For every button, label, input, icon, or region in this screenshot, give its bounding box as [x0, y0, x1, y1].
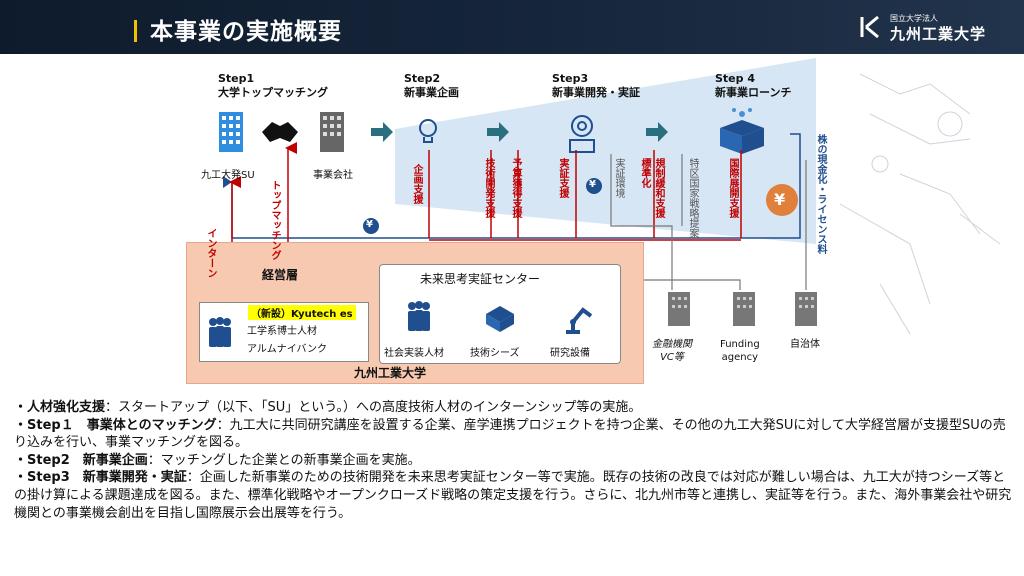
- yen-icon: [363, 218, 379, 234]
- step4-title: 新事業ローンチ: [715, 86, 792, 99]
- top-matching-label: トップマッチング: [269, 180, 280, 260]
- university-su-building-icon: [219, 112, 243, 152]
- description-text: ・人材強化支援：スタートアップ（以下、「SU」という。）への高度技術人材のインタ…: [14, 399, 1014, 522]
- special-zone-label: 特区国家戦略提案: [687, 158, 698, 238]
- header-bar: 本事業の実施概要 国立大学法人 九州工業大学: [0, 0, 1024, 54]
- plan-support-label: 企画支援: [411, 164, 422, 204]
- coin-icon: [766, 184, 798, 216]
- verify-support-label: 実証支援: [557, 158, 568, 198]
- company-building-icon: [320, 112, 344, 152]
- lightbulb-icon: [419, 119, 437, 143]
- standard-label: 標準化: [639, 158, 650, 188]
- royalty-label: 株の現金化・ライセンス料: [815, 134, 826, 254]
- seeds-label: 技術シーズ: [470, 348, 520, 359]
- step3-id: Step3: [552, 72, 589, 85]
- tech-seeds-icon: [486, 306, 514, 332]
- yen-symbol-small: ¥: [589, 179, 596, 190]
- yen-icon-small: [586, 178, 602, 194]
- engineers-label: 工学系博士人材: [247, 326, 317, 337]
- equipment-label: 研究設備: [550, 348, 590, 359]
- handshake-icon: [262, 122, 298, 142]
- title-accent: [134, 20, 137, 42]
- people-icon: [209, 317, 231, 347]
- description-item: ・人材強化支援：スタートアップ（以下、「SU」という。）への高度技術人材のインタ…: [14, 400, 642, 415]
- step4-id: Step 4: [715, 72, 755, 85]
- coin-yen-symbol: ¥: [774, 190, 786, 209]
- finance-label: 金融機関 VC等: [652, 339, 692, 363]
- kyutech-logo: 国立大学法人 九州工業大学: [858, 12, 1018, 44]
- social-people-icon: [408, 301, 430, 331]
- management-label: 経営層: [262, 268, 299, 282]
- social-label: 社会実装人材: [384, 348, 444, 359]
- kyutech-su-label: 九工大発SU: [201, 170, 255, 181]
- external-buildings-icons: [668, 292, 817, 326]
- intl-expo-support-label: 国際展開支援: [727, 158, 738, 218]
- description-item: ・Step１ 事業体とのマッチング：九工大に共同研究講座を設置する企業、産学連携…: [14, 417, 1006, 451]
- robot-arm-icon: [566, 307, 593, 334]
- municipality-label: 自治体: [790, 339, 820, 350]
- intern-label: インターン: [205, 228, 216, 278]
- kyutech-es-title: （新設）Kyutech es: [248, 305, 356, 320]
- kyutech-logo-icon: [860, 15, 879, 39]
- verify-env-label: 実証環境: [613, 158, 624, 198]
- gear-bulb-icon: [569, 115, 595, 153]
- step-arrow-icons: [371, 122, 668, 142]
- budget-support-label: 予算獲得支援: [510, 158, 521, 218]
- description-item: ・Step2 新事業企画：マッチングした企業との新事業企画を実施。: [14, 452, 421, 468]
- company-label: 事業会社: [313, 170, 353, 181]
- future-center-title: 未来思考実証センター: [420, 272, 541, 286]
- step3-title: 新事業開発・実証: [552, 86, 640, 99]
- logo-main-text: 九州工業大学: [890, 25, 987, 43]
- university-label: 九州工業大学: [354, 366, 427, 380]
- regulation-support-label: 規制緩和支援: [653, 158, 664, 218]
- step2-id: Step2: [404, 72, 441, 85]
- funding-label: Funding agency: [720, 339, 760, 363]
- step1-id: Step1: [218, 72, 255, 85]
- tech-dev-support-label: 技術開発支援: [483, 158, 494, 218]
- page-title: 本事業の実施概要: [150, 19, 342, 45]
- launch-box-icon: [720, 108, 764, 154]
- description-item: ・Step3 新事業開発・実証：企画した新事業のための技術開発を未来思考実証セン…: [14, 470, 1012, 521]
- yen-symbol: ¥: [366, 219, 373, 230]
- logo-small-text: 国立大学法人: [890, 14, 938, 23]
- step1-title: 大学トップマッチング: [218, 86, 328, 99]
- step2-title: 新事業企画: [404, 86, 459, 99]
- alumni-label: アルムナイバンク: [247, 344, 327, 355]
